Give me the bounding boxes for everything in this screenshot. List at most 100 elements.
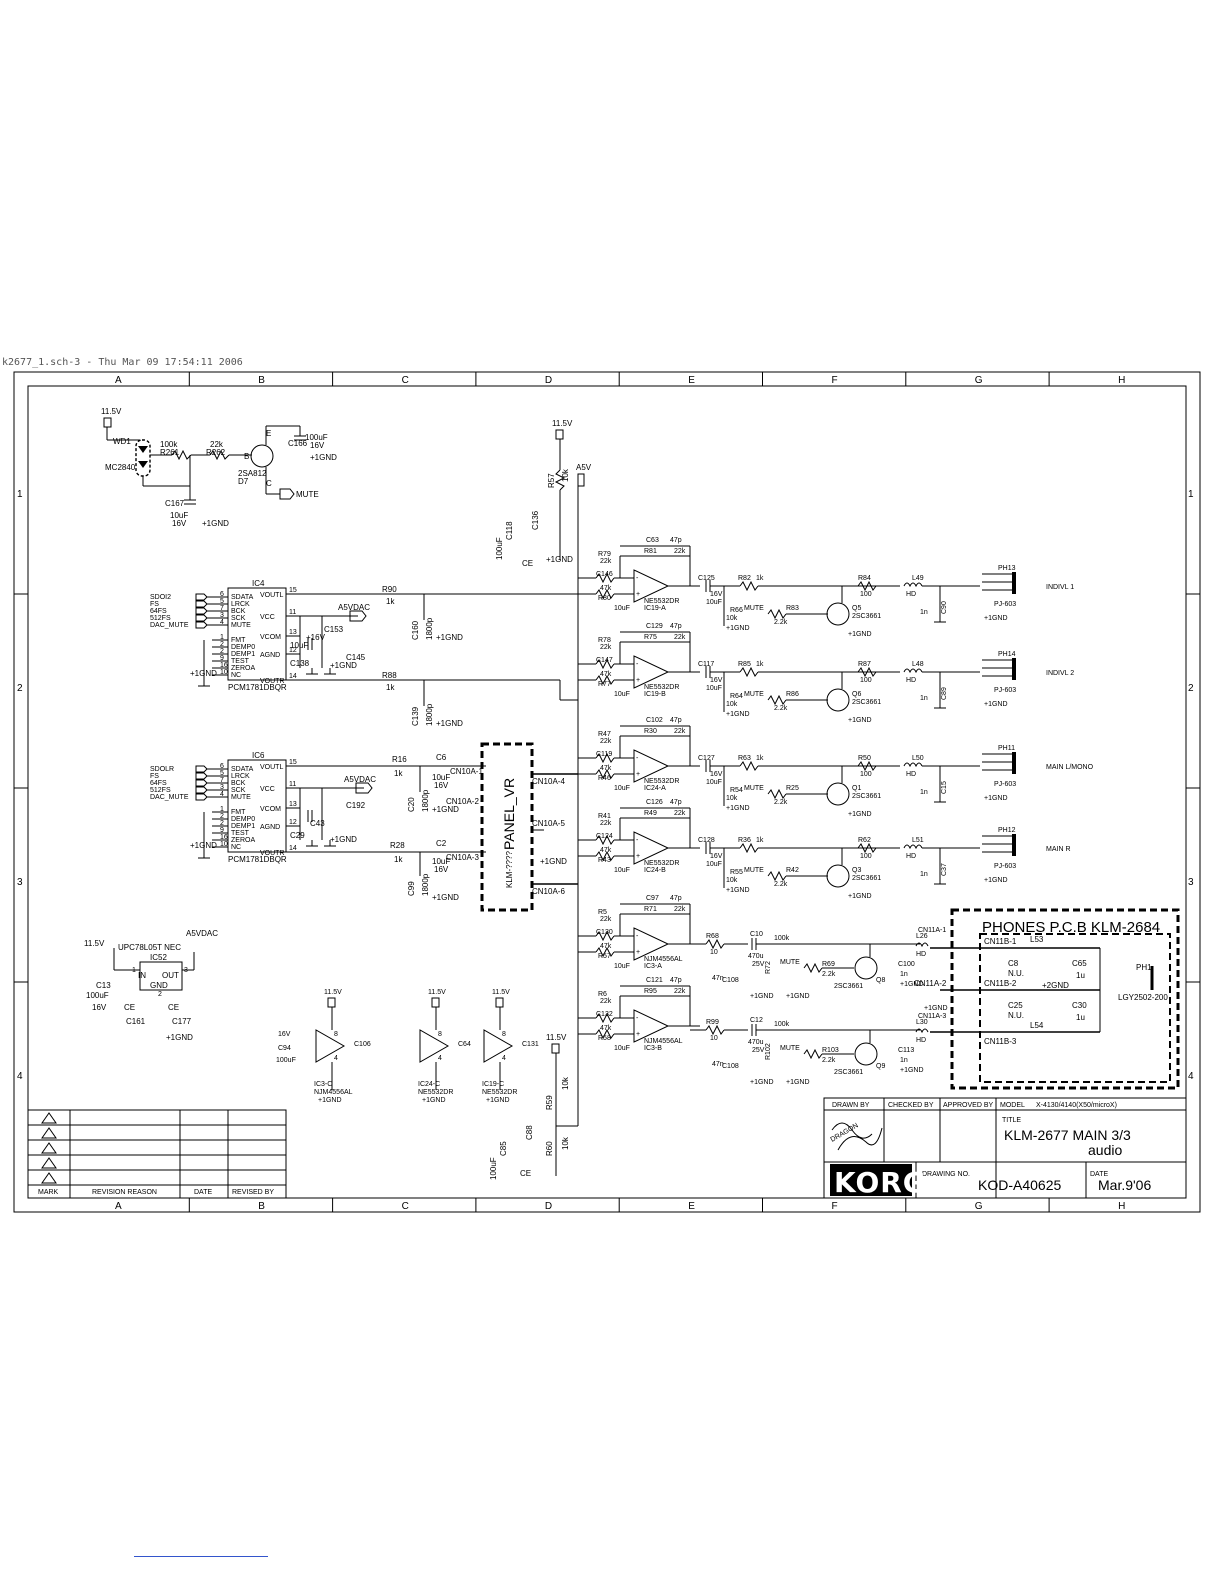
cfb-ref: C121: [646, 977, 663, 984]
c25-value: N.U.: [1008, 1011, 1024, 1020]
dac-input-DAC_MUTE: DAC_MUTE: [150, 794, 189, 801]
cfb-value: 47p: [670, 977, 682, 984]
pin-number: 9: [220, 827, 224, 834]
panel-vr-block: PANEL_VR KLM-???? CN10A-1 CN10A-2 CN10A-…: [446, 742, 578, 912]
jack-label: MAIN R: [1046, 846, 1071, 853]
dac-input-DAC_MUTE: DAC_MUTE: [150, 622, 189, 629]
c138-ref: C138: [290, 659, 310, 668]
cout-ref: C37: [941, 863, 948, 876]
pin-number: 4: [220, 619, 224, 626]
unit-ref: IC24-C: [418, 1081, 440, 1088]
c6-value: 10uF: [432, 773, 450, 782]
cout-ref: C15: [941, 781, 948, 794]
c85-ref: C85: [499, 1141, 508, 1156]
date-value: Mar.9'06: [1098, 1177, 1151, 1193]
c99-value: 1800p: [421, 873, 430, 896]
jack-ref: PH11: [998, 745, 1015, 752]
opamp-ref: IC24-B: [644, 867, 666, 874]
dac-input-FS: FS: [150, 773, 159, 780]
drawing-no-label: DRAWING NO.: [922, 1171, 970, 1178]
opamp-plus: +: [636, 853, 640, 860]
c2-value: 47n: [712, 975, 724, 982]
cout-value: 1n: [920, 609, 928, 616]
column-label-H: H: [1118, 375, 1125, 386]
wd1-label: WD1: [113, 437, 131, 446]
rmute-value: 2.2k: [774, 881, 788, 888]
rseries-value: 1k: [756, 575, 764, 582]
r2-value: 47k: [600, 765, 612, 772]
rbias-ref: R55: [730, 869, 743, 876]
ic4-ref: IC4: [252, 579, 265, 588]
ic4-body: [227, 587, 287, 681]
rseries-value: 1k: [756, 755, 764, 762]
jack-ref: PH14: [998, 651, 1016, 658]
port-flag: [195, 593, 208, 601]
c139-value: 1800p: [425, 703, 434, 726]
a5v-label: A5V: [576, 463, 592, 472]
supply-label: 11.5V: [324, 989, 342, 996]
c2-voltage: 16V: [434, 865, 449, 874]
column-label-bottom-D: D: [545, 1201, 552, 1212]
dac-decoupling: A5VDAC C153 10uF +16V C138 C145 +1GND A5…: [190, 603, 376, 850]
reg-supply: 11.5V: [84, 939, 105, 948]
opamp-IC24-B: [633, 831, 670, 865]
cout-ref: C89: [941, 687, 948, 700]
pin-number: 16: [220, 834, 228, 841]
unit-ref: IC3-C: [314, 1081, 332, 1088]
pin-name-BCK: BCK: [231, 608, 246, 615]
cap-ref: C127: [698, 755, 715, 762]
rmute-ref: R25: [786, 785, 799, 792]
cap-volt: 16V: [710, 591, 723, 598]
rev-col-mark: MARK: [38, 1189, 59, 1196]
opamp-minus: -: [636, 933, 639, 940]
rin-ref: R41: [598, 813, 611, 820]
dac-input-SDOI2: SDOI2: [150, 594, 171, 601]
gnd-label: +1GND: [432, 893, 459, 902]
reg-pin-in: IN: [138, 971, 146, 980]
reg-ref: IC52: [150, 953, 167, 962]
mute-label: MUTE: [780, 1045, 800, 1052]
opamp-plus: +: [636, 771, 640, 778]
c88-ref: C88: [525, 1125, 534, 1140]
series-resistor: [739, 666, 759, 678]
reg-n2: 2: [158, 991, 162, 998]
inductor-type: HD: [916, 951, 926, 958]
pin-8: 8: [502, 1031, 506, 1038]
ic6-body: [227, 759, 287, 853]
phones-transistor-Q9: [854, 1042, 878, 1066]
port-flag: [195, 765, 208, 773]
mute-transistor-Q1: [826, 782, 850, 806]
ce-label: CE: [522, 559, 533, 568]
input-resistor: [595, 834, 615, 846]
opamp-ref: IC19-B: [644, 691, 666, 698]
gnd-label: +1GND: [202, 519, 229, 528]
rfb-value: 22k: [674, 988, 686, 995]
gnd-label: +1GND: [848, 893, 872, 900]
r59-ref: R59: [545, 1095, 554, 1110]
a5vdac-label: A5VDAC: [338, 603, 370, 612]
mute-resistor: [767, 608, 787, 620]
a5v-supply: 11.5V R57 10k A5V C118 100uF C136 CE +1G…: [495, 419, 592, 1126]
rbias-value: 10k: [726, 701, 738, 708]
c161-ref: C161: [126, 1017, 146, 1026]
rseries-ref: R63: [738, 755, 751, 762]
jack-label: MAIN L/MONO: [1046, 764, 1094, 771]
r2-ref: R80: [598, 595, 611, 602]
bias-resistor: [595, 946, 615, 958]
gnd-label: +1GND: [786, 993, 810, 1000]
cn11b-1: CN11B-1: [984, 937, 1017, 946]
r261-ref: R261: [160, 448, 180, 457]
pin-name-VCC: VCC: [260, 614, 275, 621]
pin-name-MUTE: MUTE: [231, 622, 251, 629]
q-ref: Q6: [852, 691, 861, 698]
inductor-ref: L30: [916, 1019, 928, 1026]
gnd-label: +1GND: [984, 877, 1008, 884]
column-label-bottom-G: G: [975, 1201, 983, 1212]
row-label-1: 1: [17, 489, 23, 500]
inductor: [903, 582, 923, 588]
c8-ref: C8: [1008, 959, 1019, 968]
